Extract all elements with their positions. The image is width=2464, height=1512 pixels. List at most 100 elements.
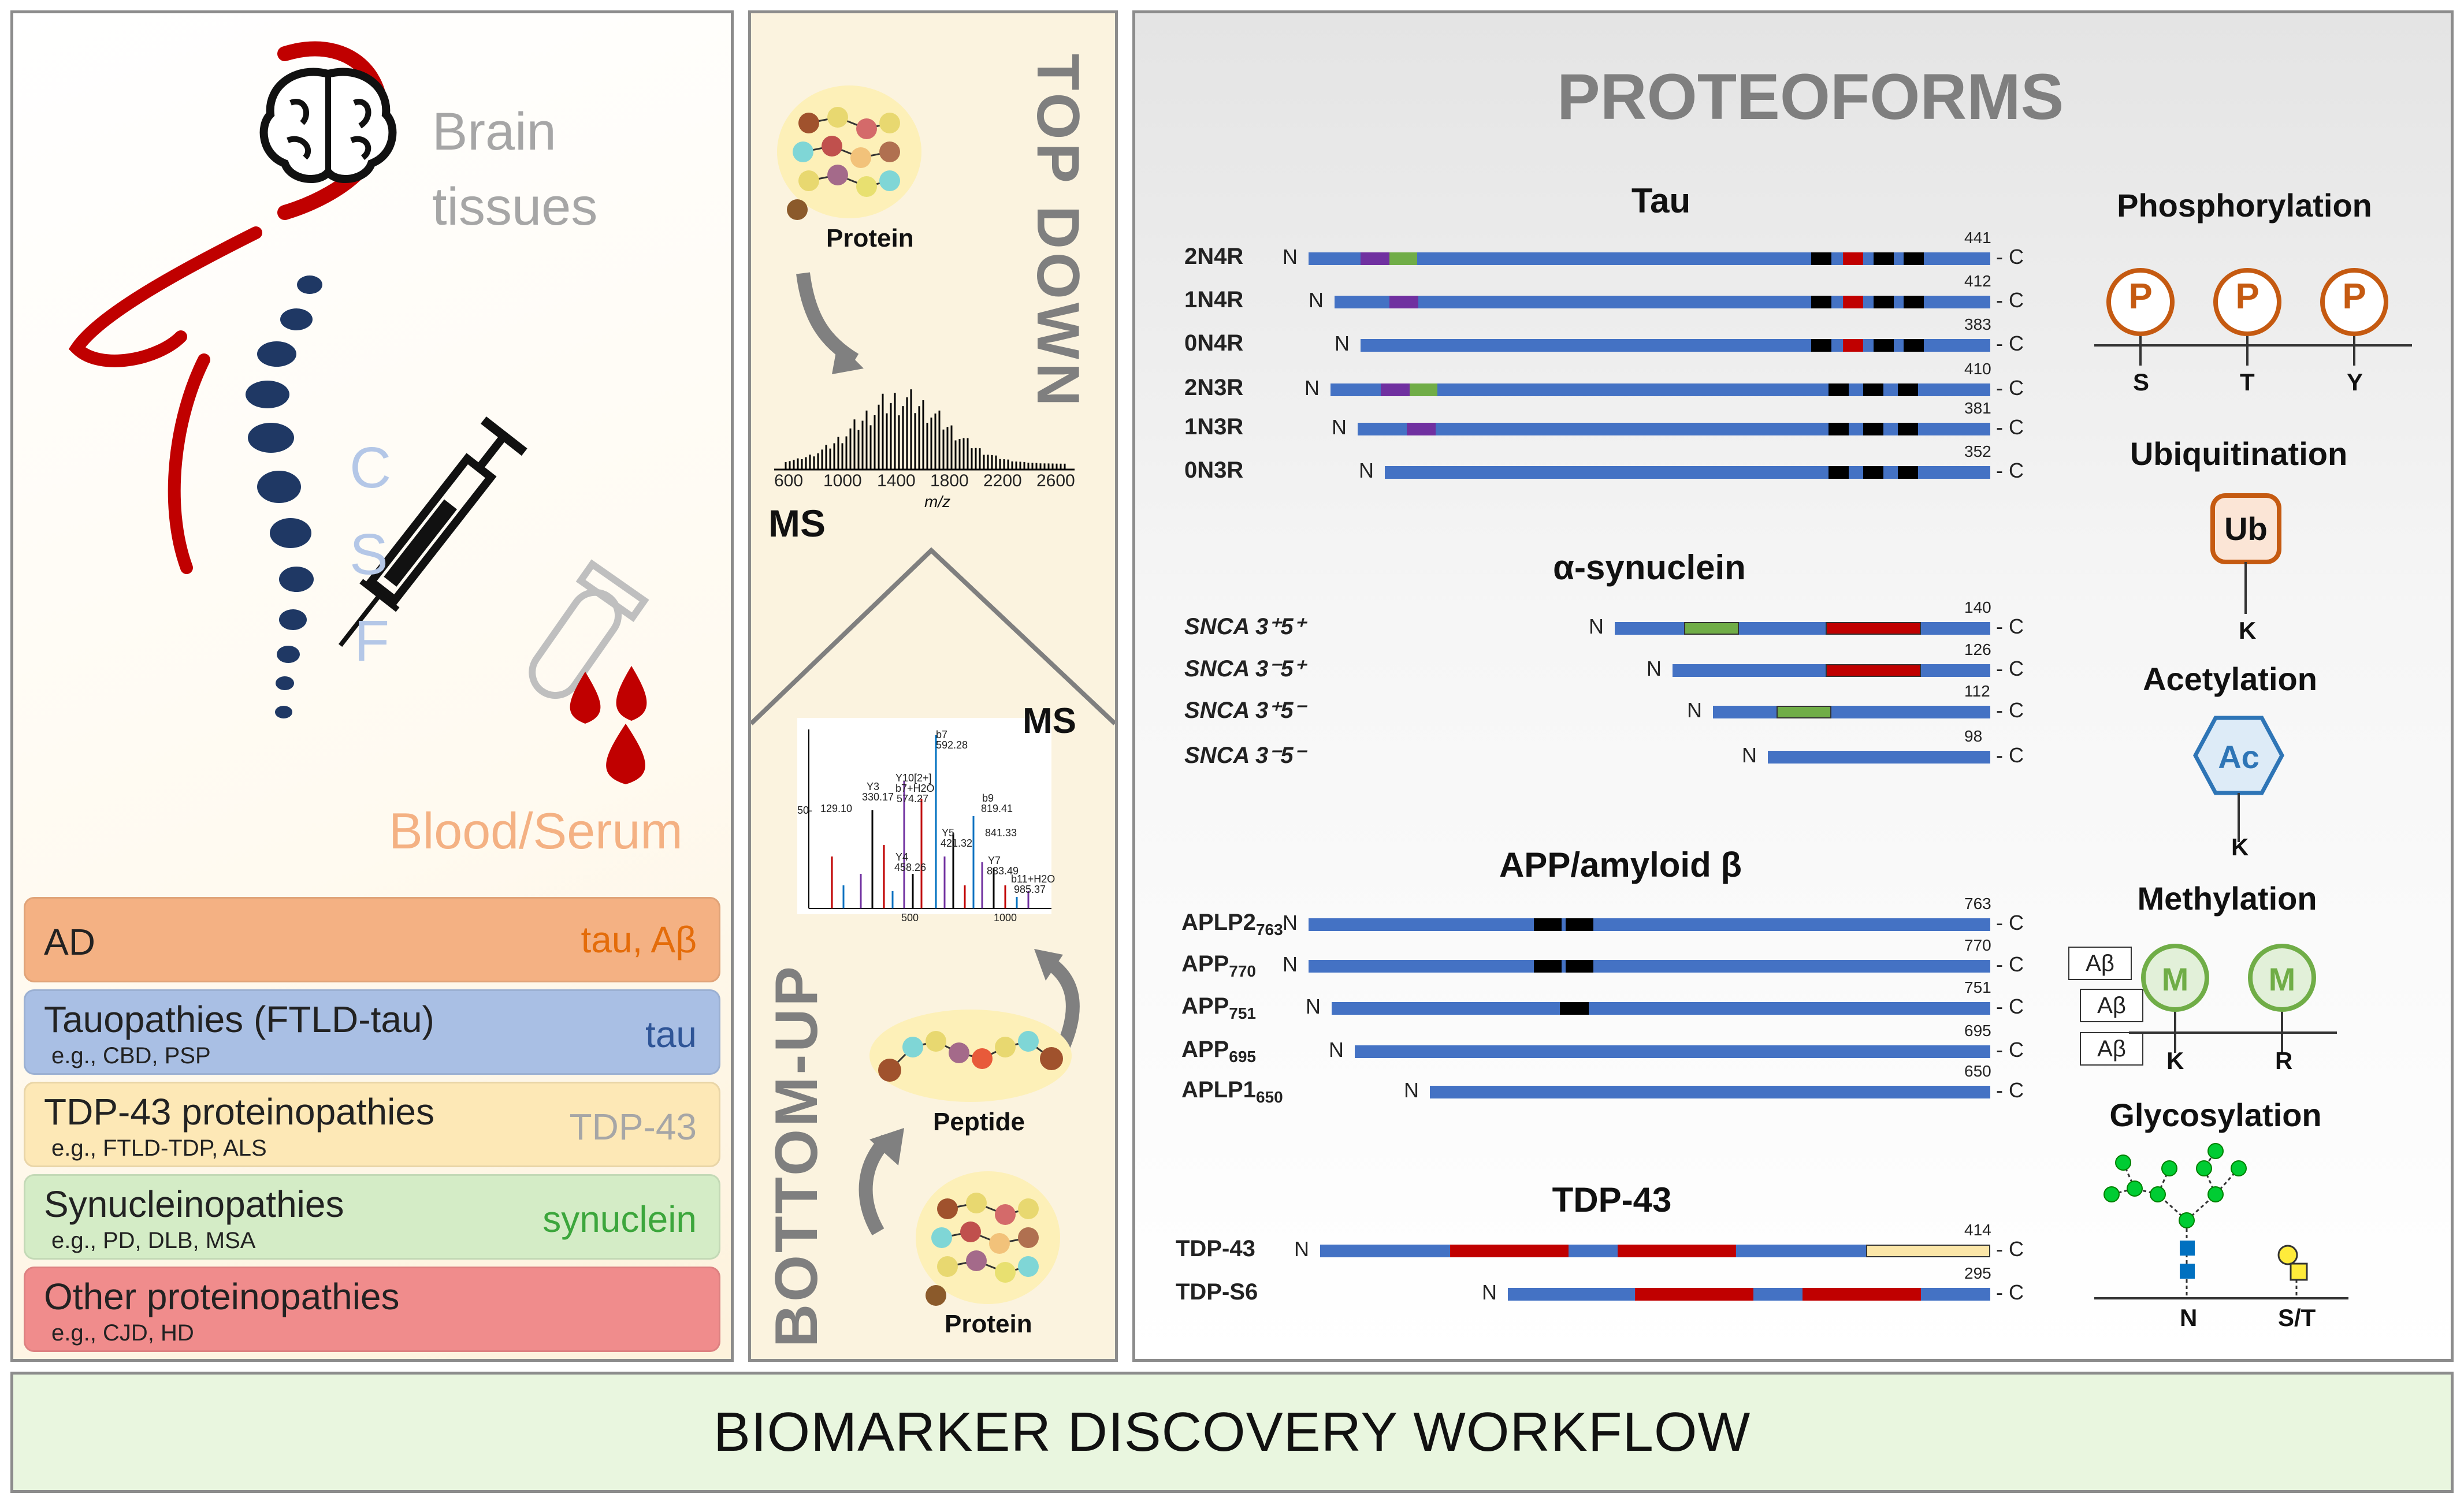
isoform-length: 695 [1964,1022,1991,1040]
domain-segment [1863,466,1883,479]
n-terminus: N [1309,288,1324,312]
domain-segment [1534,918,1562,931]
tau-title: Tau [1631,181,1691,220]
n-terminus: N [1687,698,1702,722]
variant: 3⁺5⁺ [1255,614,1306,639]
isoform-length: 414 [1964,1221,1991,1239]
isoform-label: APLP2763 [1181,910,1283,939]
body-silhouette-illustration [68,41,649,784]
phospho-symbol: P [2235,277,2259,316]
disease-box-synucleinopathies: Synucleinopathies e.g., PD, DLB, MSA syn… [24,1174,720,1260]
isoform-length: 126 [1964,640,1991,658]
blood-drops-icon [570,666,647,784]
isoform-length: 410 [1964,360,1991,378]
n-terminus: N [1335,332,1350,355]
domain-segment [1904,252,1924,265]
peak-label: Y10[2+] [895,772,932,784]
peak-label: 330.17 [862,791,894,803]
n-terminus: N [1283,911,1298,934]
domain-segment [1811,339,1831,352]
sample-sources-panel: Brain tissues C S F Blood/Serum AD tau, … [10,10,734,1362]
disease-box-tdp43: TDP-43 proteinopathies e.g., FTLD-TDP, A… [24,1082,720,1167]
peak-label: b7 [936,729,948,740]
c-terminus: - C [1996,615,2024,638]
peak-label: b11+H2O [1011,873,1056,885]
protein-name: APLP1 [1181,1077,1256,1103]
isoform-label: APP695 [1181,1037,1256,1066]
domain-segment [1843,339,1863,352]
n-terminus: N [1404,1078,1419,1102]
isoform-length: 770 [1964,936,1991,954]
peak-label: 574.27 [897,793,929,805]
isoform-length: 352 [1964,442,1991,460]
isoform-label: TDP-43 [1176,1236,1255,1261]
isoform-label: SNCA 3⁻5⁻ [1184,742,1306,769]
disease-marker: tau [645,1014,697,1055]
isoform-length: 383 [1964,315,1991,333]
phosphorylation-icon [2094,268,2412,366]
n-terminus: N [1589,615,1604,638]
spectrum-axis-label: m/z [924,493,951,511]
protein-icon-bottom [916,1171,1060,1306]
c-terminus: - C [1996,1237,2024,1261]
tick: 2600 [1036,471,1075,490]
isoform-subscript: 751 [1229,1004,1256,1022]
arrow-up-icon [1034,949,1080,1050]
protein-name: APP [1181,1037,1229,1062]
protein-bar [1361,339,1990,352]
protein-name: APLP2 [1181,910,1256,935]
peak-label: 819.41 [981,803,1013,814]
ubiquitination-title: Ubiquitination [2129,435,2348,472]
disease-name: Tauopathies (FTLD-tau) [44,999,434,1040]
test-tube-icon [529,559,649,699]
peak-label: Y7 [988,855,1001,866]
proteoforms-title: PROTEOFORMS [1557,61,2064,133]
glycosylation-title: Glycosylation [2109,1097,2322,1133]
isoform-subscript: 763 [1255,921,1283,939]
isoform-label: SNCA 3⁻5⁺ [1184,656,1306,682]
domain-segment [1560,1002,1589,1015]
protein-bar [1332,1002,1990,1015]
isoform-length: 140 [1964,598,1991,616]
ms-label-bottom: MS [1023,701,1076,741]
domain-segment [1874,252,1894,265]
domain-segment [1829,383,1849,396]
isoform-length: 112 [1964,682,1990,700]
isoform-label: TDP-S6 [1176,1279,1258,1305]
domain-segment [1361,252,1389,265]
abeta-box: Aβ [2080,1032,2143,1066]
disease-marker: synuclein [542,1198,697,1240]
domain-segment [1866,1245,1990,1257]
c-terminus: - C [1996,995,2024,1018]
blood-serum-label: Blood/Serum [389,802,683,859]
isoform-length: 650 [1964,1062,1991,1080]
c-terminus: - C [1996,1078,2024,1102]
c-terminus: - C [1996,952,2024,976]
protein-label-top: Protein [826,224,914,252]
isoform-label: SNCA 3⁺5⁺ [1184,613,1306,640]
phospho-symbol: P [2342,277,2366,316]
peak-label: Y3 [867,781,880,792]
peak-label: b7+H2O [895,783,935,794]
protein-name: APP [1181,993,1229,1019]
domain-segment [1684,622,1739,635]
domain-segment [1618,1245,1736,1257]
peak-label: 833.49 [987,865,1019,877]
disease-box-ad: AD tau, Aβ [24,897,720,982]
isoform-label: APLP1650 [1181,1077,1283,1107]
domain-segment [1389,296,1418,308]
tick: 1000 [994,912,1017,923]
domain-segment [1898,466,1918,479]
csf-letter-s: S [350,522,388,587]
domain-segment [1407,423,1436,435]
synuclein-title: α-synuclein [1553,548,1746,587]
domain-segment [1874,296,1894,308]
tick: 1000 [823,471,862,490]
protein-bar [1309,918,1990,931]
isoform-label: APP751 [1181,993,1256,1023]
brain-tissues-label: Brain tissues [432,94,597,244]
isoform-length: 751 [1964,978,1991,996]
tick: 2200 [983,471,1022,490]
domain-segment [1898,423,1918,435]
isoform-label: 0N3R [1184,457,1244,483]
